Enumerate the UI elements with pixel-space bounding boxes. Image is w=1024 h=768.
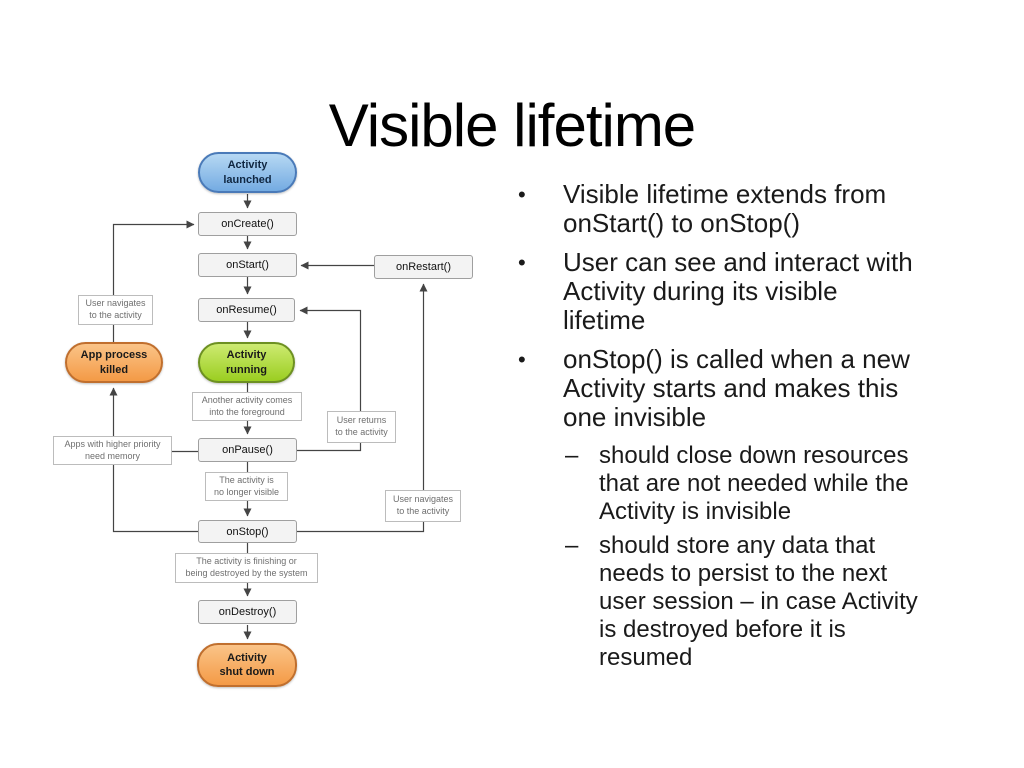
note-activity-finishing: The activity is finishing or being destr… xyxy=(175,553,318,583)
node-onstart: onStart() xyxy=(198,253,297,277)
bullet-marker: • xyxy=(518,347,526,372)
bullet-text: should close down resources that are not… xyxy=(599,442,909,525)
node-activity-shut-down: Activity shut down xyxy=(197,643,297,687)
list-item: • onStop() is called when a new Activity… xyxy=(510,345,990,432)
node-oncreate: onCreate() xyxy=(198,212,297,236)
bullet-text: User can see and interact with Activity … xyxy=(563,247,913,335)
arrow-onpause-to-onresume xyxy=(297,306,362,452)
list-item: • User can see and interact with Activit… xyxy=(510,248,990,335)
arrow-onstop-to-onrestart xyxy=(297,283,428,533)
dash-marker: – xyxy=(565,532,579,559)
node-onrestart: onRestart() xyxy=(374,255,473,279)
note-user-navigates-right: User navigates to the activity xyxy=(385,490,461,522)
note-no-longer-visible: The activity is no longer visible xyxy=(205,472,288,502)
bullet-marker: • xyxy=(518,182,526,207)
bullet-text: onStop() is called when a new Activity s… xyxy=(563,344,910,432)
list-item: • Visible lifetime extends from onStart(… xyxy=(510,180,990,238)
node-onpause: onPause() xyxy=(198,438,297,462)
node-onstop: onStop() xyxy=(198,520,297,543)
note-another-activity-foreground: Another activity comes into the foregrou… xyxy=(192,392,302,422)
bullet-text: should store any data that needs to pers… xyxy=(599,532,918,671)
node-ondestroy: onDestroy() xyxy=(198,600,297,624)
note-user-returns: User returns to the activity xyxy=(327,411,396,443)
node-activity-launched: Activity launched xyxy=(198,152,297,193)
node-onresume: onResume() xyxy=(198,298,295,322)
list-item: – should close down resources that are n… xyxy=(557,442,990,526)
bullet-list: • Visible lifetime extends from onStart(… xyxy=(510,180,990,678)
page-title: Visible lifetime xyxy=(328,92,696,160)
note-user-navigates-left: User navigates to the activity xyxy=(78,295,153,325)
node-activity-running: Activity running xyxy=(198,342,295,383)
bullet-text: Visible lifetime extends from onStart() … xyxy=(563,179,887,238)
node-app-process-killed: App process killed xyxy=(65,342,163,383)
arrow-onstop-to-killed xyxy=(109,387,198,533)
note-apps-higher-priority: Apps with higher priority need memory xyxy=(53,436,172,466)
list-item: – should store any data that needs to pe… xyxy=(557,532,990,672)
bullet-marker: • xyxy=(518,250,526,275)
dash-marker: – xyxy=(565,442,579,469)
